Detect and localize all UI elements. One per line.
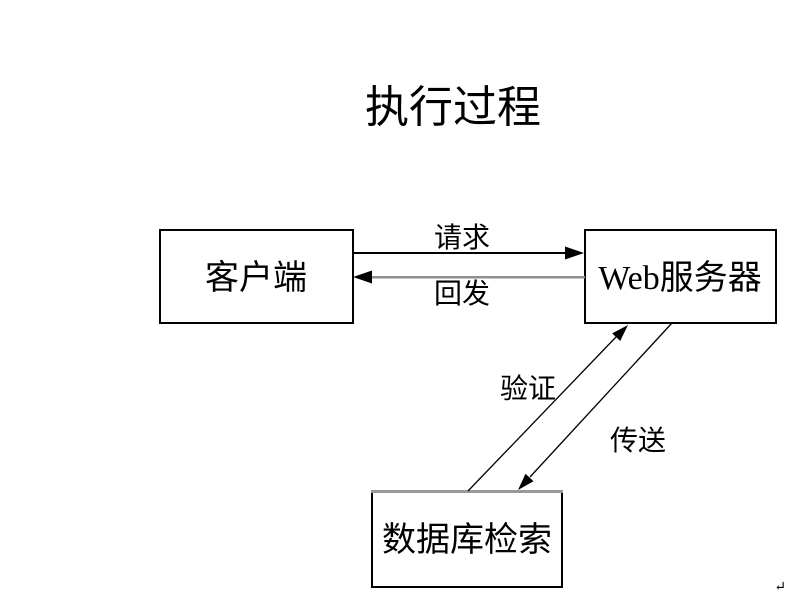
edge-transfer: 传送 <box>518 322 673 490</box>
verify-arrowhead-icon <box>612 325 628 341</box>
verify-edge-label: 验证 <box>500 373 556 405</box>
edge-verify: 验证 <box>467 325 628 492</box>
slide-title: 执行过程 <box>365 83 541 132</box>
web-server-node-label: Web服务器 <box>598 259 761 297</box>
client-node: 客户端 <box>159 229 354 324</box>
postback-arrowhead-icon <box>353 270 372 284</box>
edge-request: 请求 <box>353 222 584 260</box>
verify-arrow-line <box>467 336 617 492</box>
database-node: 数据库检索 <box>371 490 563 588</box>
request-edge-label: 请求 <box>434 222 490 254</box>
transfer-edge-label: 传送 <box>610 425 666 457</box>
web-server-node-box <box>584 229 777 324</box>
transfer-arrow-line <box>529 322 673 478</box>
request-arrowhead-icon <box>565 246 584 260</box>
database-node-label: 数据库检索 <box>382 521 552 559</box>
return-mark: ↵ <box>774 580 786 595</box>
client-node-box <box>159 229 354 324</box>
edge-postback: 回发 <box>353 270 585 310</box>
web-server-node: Web服务器 <box>584 229 777 324</box>
postback-edge-label: 回发 <box>434 278 490 310</box>
client-node-label: 客户端 <box>205 259 307 297</box>
transfer-arrowhead-icon <box>518 473 534 490</box>
